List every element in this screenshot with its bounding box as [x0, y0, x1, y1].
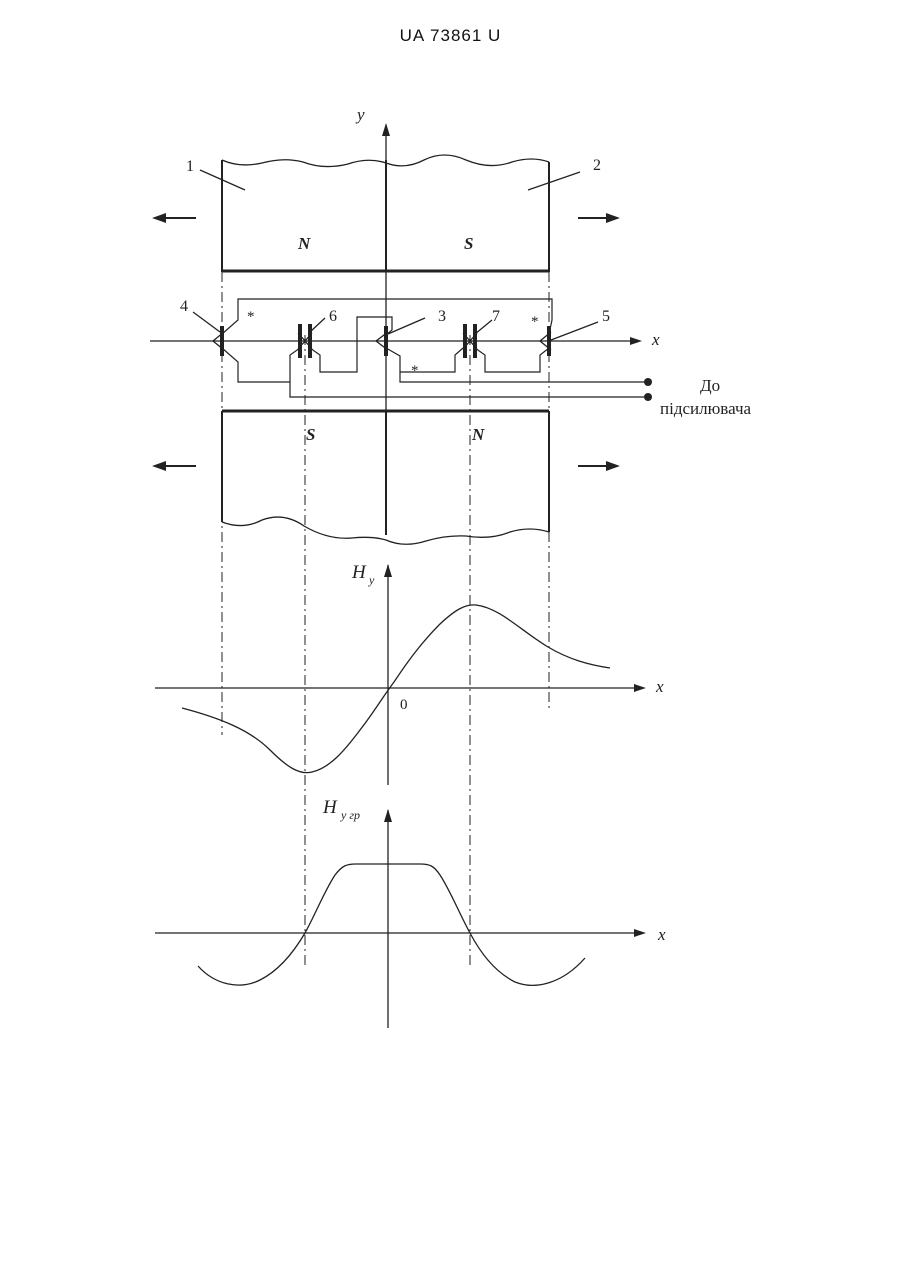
x-axis-label-hygr: x [657, 925, 666, 944]
move-right-arrow-bottom [578, 461, 620, 471]
origin-label: 0 [400, 697, 408, 713]
leader-7 [475, 320, 492, 334]
callout-2: 2 [593, 157, 601, 174]
callout-7: 7 [492, 308, 500, 325]
wire-left-lower [222, 348, 300, 382]
hygr-axis-subscript: y гр [340, 808, 360, 822]
move-left-arrow-top [152, 213, 196, 223]
y-axis-label: y [355, 105, 365, 124]
bottom-magnet-s-pole: S [306, 425, 315, 444]
callout-3: 3 [438, 308, 446, 325]
wire-to-terminal-1 [386, 348, 648, 382]
callout-4: 4 [180, 298, 188, 315]
move-right-arrow-top [578, 213, 620, 223]
hygr-axis-label: H [322, 797, 338, 818]
move-left-arrow-bottom [152, 461, 196, 471]
x-axis-label-top: x [651, 330, 660, 349]
bottom-magnet [222, 411, 549, 544]
wire-to-terminal-2 [290, 382, 648, 397]
amplifier-label-line1: До [700, 376, 720, 395]
bottom-magnet-n-pole: N [471, 425, 485, 444]
leader-6 [310, 318, 325, 332]
sensor-pair-6 [298, 324, 312, 358]
wire-right-lower [475, 348, 549, 372]
star-mark-2: * [531, 314, 539, 330]
hy-curve [182, 605, 610, 773]
hy-axis-subscript: y [368, 573, 375, 587]
sensor-wiring [222, 299, 648, 397]
amplifier-label-line2: підсилювача [660, 399, 752, 418]
output-terminal-1 [644, 378, 652, 386]
callout-6: 6 [329, 308, 337, 325]
leader-5 [551, 322, 598, 340]
leader-2 [528, 172, 580, 190]
leader-3 [388, 318, 425, 334]
leader-4 [193, 312, 220, 332]
hygr-curve [198, 864, 585, 985]
sensor-pair-7 [463, 324, 477, 358]
top-magnet-s-pole: S [464, 234, 473, 253]
output-terminal-2 [644, 393, 652, 401]
callout-1: 1 [186, 158, 194, 175]
wire-right-inner [400, 348, 463, 372]
top-magnet-n-pole: N [297, 234, 311, 253]
star-mark-3: * [411, 363, 419, 379]
x-axis-label-hy: x [655, 677, 664, 696]
callout-5: 5 [602, 308, 610, 325]
hy-axis-label: H [351, 562, 367, 583]
star-mark-1: * [247, 309, 255, 325]
